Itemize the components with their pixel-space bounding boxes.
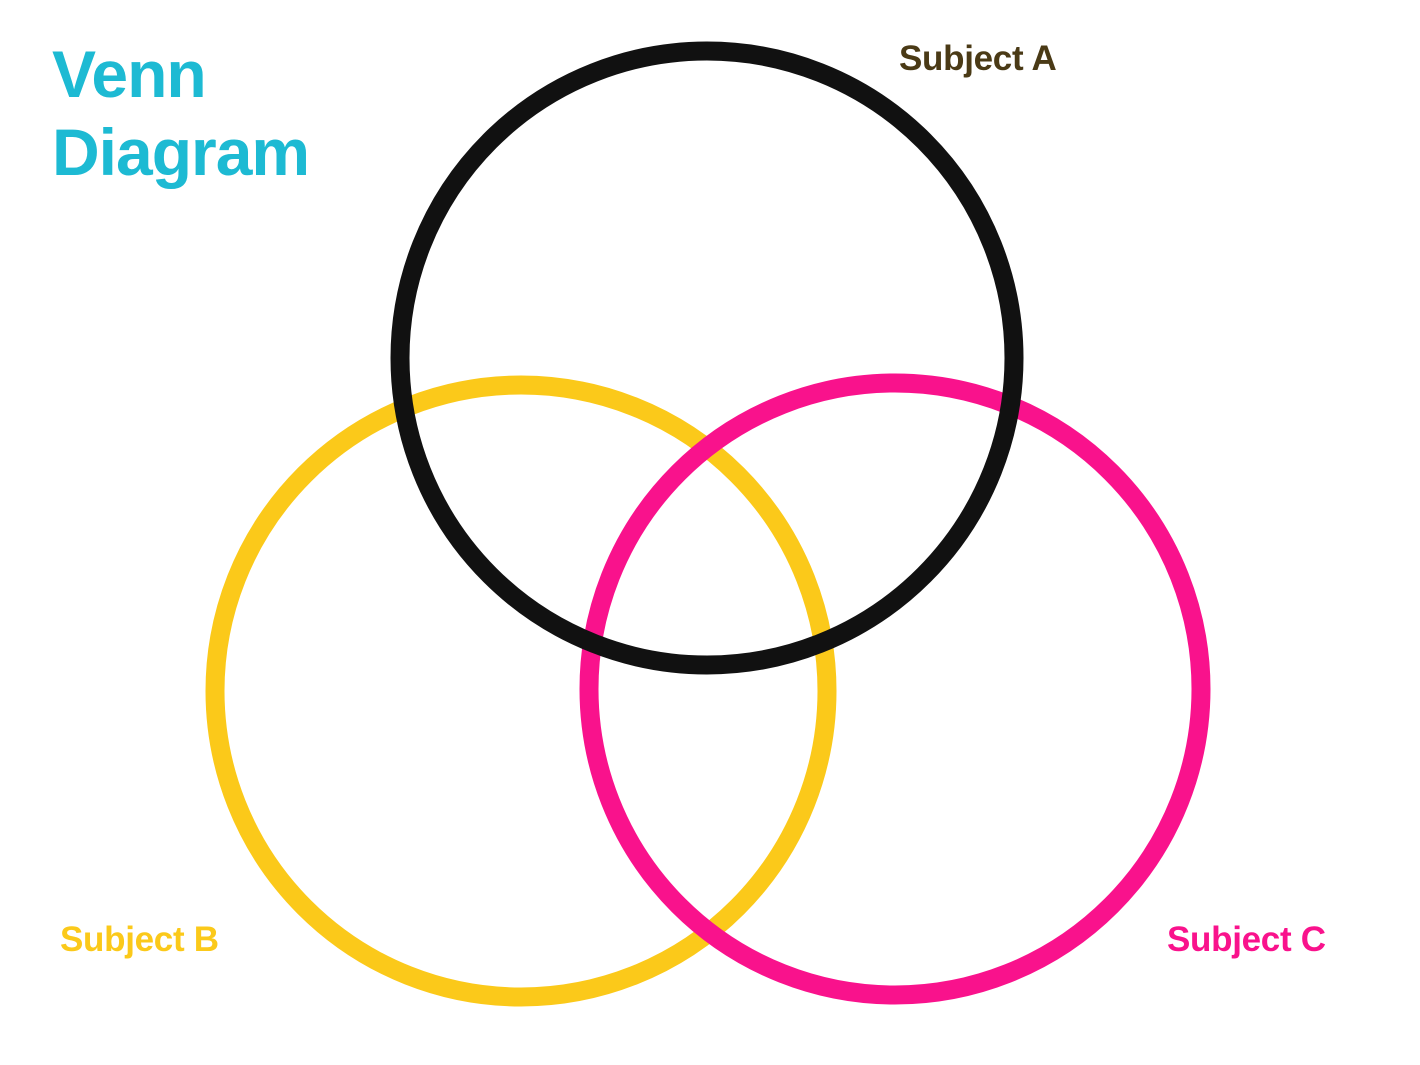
venn-circle-subject-a[interactable] [390, 41, 1024, 675]
venn-circle-subject-b[interactable] [205, 375, 837, 1007]
page-title: Venn Diagram [52, 37, 310, 189]
venn-label-subject-b: Subject B [60, 920, 219, 959]
venn-label-subject-c: Subject C [1167, 920, 1326, 959]
venn-circle-subject-c[interactable] [579, 373, 1211, 1005]
venn-label-subject-a: Subject A [899, 39, 1057, 78]
